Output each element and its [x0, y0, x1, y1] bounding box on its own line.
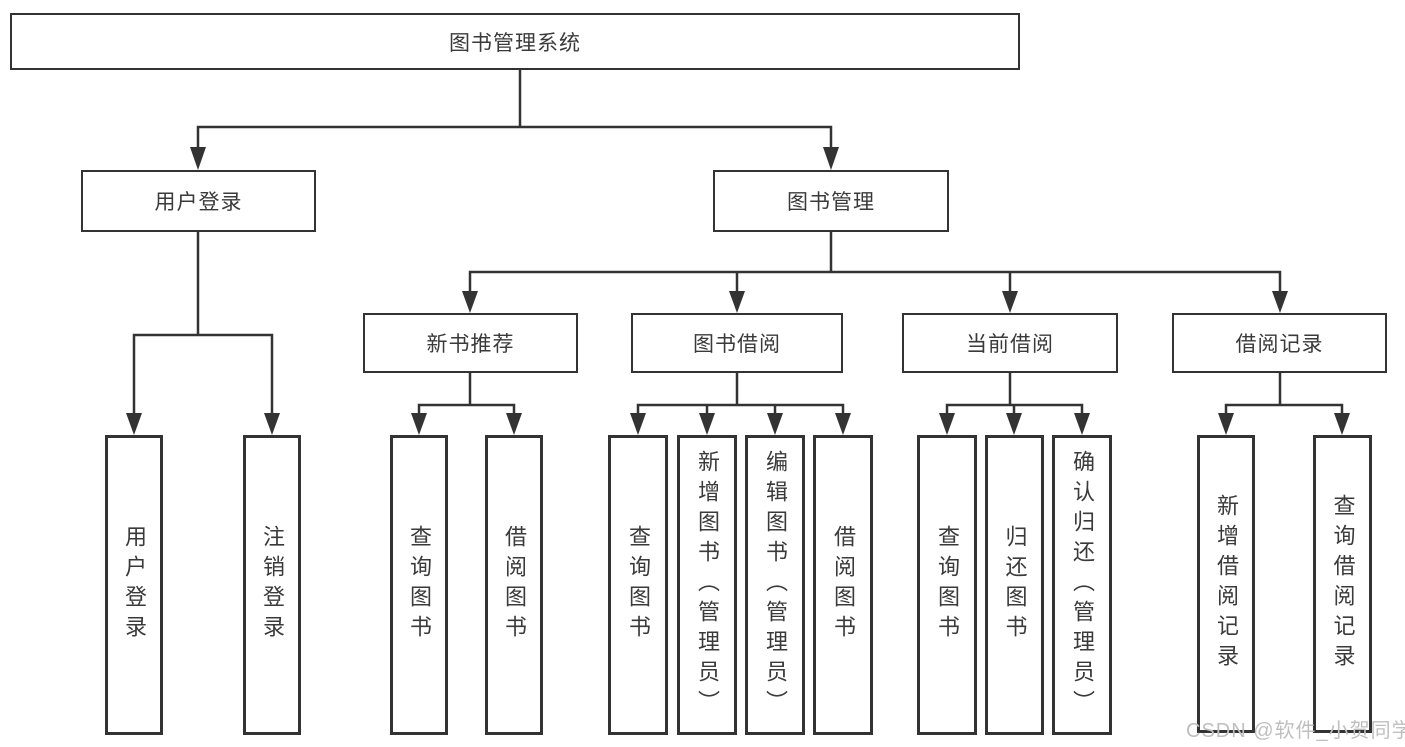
leaf-current-query-books: 查询图书 — [917, 435, 977, 735]
leaf-borrow-query-books: 查询图书 — [608, 435, 668, 735]
group-borrow-records: 借阅记录 — [1172, 313, 1387, 373]
connector-segments — [132, 70, 1344, 416]
leaf-add-borrow-record-label: 新增借阅记录 — [1214, 494, 1239, 674]
group-borrow-records-label: 借阅记录 — [1235, 333, 1324, 356]
leaf-recommend-borrow-books: 借阅图书 — [485, 435, 543, 735]
leaf-edit-books-admin-label: 编辑图书（管理员） — [763, 450, 788, 720]
group-current-borrow-label: 当前借阅 — [966, 333, 1054, 356]
leaf-query-borrow-record: 查询借阅记录 — [1313, 435, 1372, 733]
group-current-borrow: 当前借阅 — [902, 313, 1118, 373]
arrowheads — [126, 147, 1350, 435]
leaf-user-login-label: 用户登录 — [122, 525, 147, 645]
leaf-add-borrow-record: 新增借阅记录 — [1197, 435, 1255, 733]
node-book-management-label: 图书管理 — [787, 191, 875, 214]
leaf-borrow-books-label: 借阅图书 — [831, 525, 856, 645]
leaf-borrow-query-books-label: 查询图书 — [626, 525, 651, 645]
leaf-return-books: 归还图书 — [985, 435, 1044, 735]
node-user-login-label: 用户登录 — [154, 191, 243, 214]
leaf-return-books-label: 归还图书 — [1002, 525, 1028, 645]
group-new-book-recommend-label: 新书推荐 — [426, 333, 515, 356]
leaf-confirm-return-admin-label: 确认归还（管理员） — [1070, 450, 1095, 720]
leaf-confirm-return-admin: 确认归还（管理员） — [1052, 435, 1112, 735]
leaf-edit-books-admin: 编辑图书（管理员） — [745, 435, 805, 735]
leaf-logout: 注销登录 — [243, 435, 301, 735]
leaf-add-books-admin: 新增图书（管理员） — [677, 435, 737, 735]
leaf-recommend-query-books: 查询图书 — [390, 435, 448, 735]
leaf-current-query-books-label: 查询图书 — [935, 525, 960, 645]
leaf-add-books-admin-label: 新增图书（管理员） — [695, 450, 720, 720]
leaf-logout-label: 注销登录 — [260, 525, 285, 645]
csdn-watermark: CSDN @软件_小贺同学 — [1186, 720, 1405, 742]
leaf-user-login: 用户登录 — [105, 435, 163, 735]
group-book-borrow: 图书借阅 — [631, 313, 843, 373]
node-book-management: 图书管理 — [713, 170, 949, 232]
leaf-borrow-books: 借阅图书 — [813, 435, 873, 735]
leaf-recommend-query-books-label: 查询图书 — [407, 525, 432, 645]
leaf-query-borrow-record-label: 查询借阅记录 — [1330, 494, 1356, 674]
group-book-borrow-label: 图书借阅 — [693, 333, 781, 356]
leaf-recommend-borrow-books-label: 借阅图书 — [502, 525, 527, 645]
node-root-label: 图书管理系统 — [449, 31, 581, 55]
group-new-book-recommend: 新书推荐 — [363, 313, 578, 373]
node-root: 图书管理系统 — [10, 13, 1020, 70]
node-user-login: 用户登录 — [81, 170, 316, 232]
